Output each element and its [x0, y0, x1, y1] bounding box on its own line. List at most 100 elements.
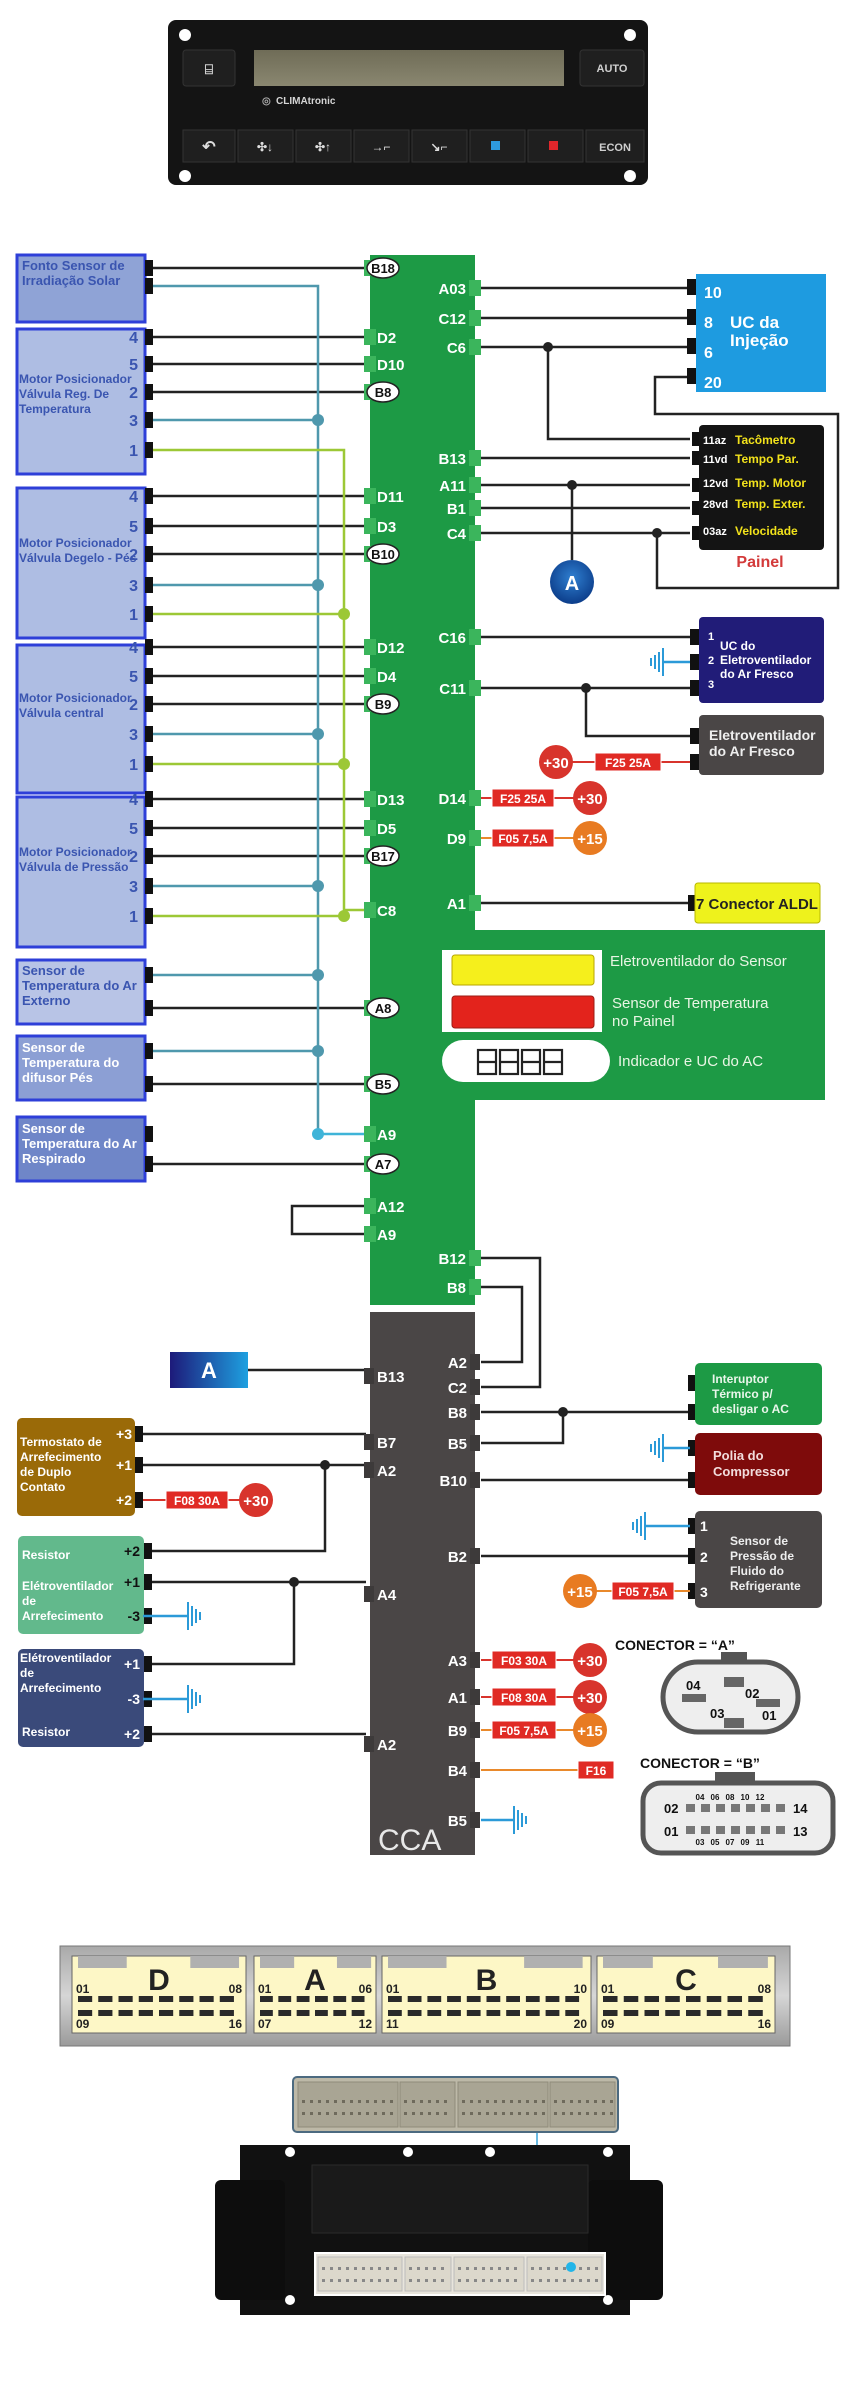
connector-pin — [690, 680, 699, 696]
signal-wire — [150, 1465, 327, 1553]
plug-pin — [470, 2112, 473, 2115]
connector-terminal — [118, 1996, 133, 2002]
connector-terminal — [686, 1996, 701, 2002]
connector-terminal — [603, 2010, 618, 2016]
eletro-arref-1-pin: -3 — [128, 1608, 141, 1624]
air-face-button[interactable] — [353, 129, 410, 163]
connector-pin — [145, 791, 153, 807]
component-label: Válvula de Pressão — [19, 860, 128, 874]
supply-label: +30 — [243, 1493, 268, 1510]
pin-label: D9 — [447, 831, 466, 848]
ac-module-pins: B18D2D10B8D11D3B10D12D4B9D13D5B17C8A8B5A… — [364, 257, 481, 1297]
connector-pin — [145, 1156, 153, 1172]
painel-label: Temp. Exter. — [735, 497, 805, 511]
connector-terminal — [199, 1996, 214, 2002]
pin-label: C4 — [447, 526, 467, 543]
pin-oval — [366, 543, 400, 565]
pin-label: B13 — [438, 451, 466, 468]
pin-label: C8 — [377, 903, 396, 920]
plug-pin — [462, 2100, 465, 2103]
pin-tab — [469, 1250, 481, 1266]
plug-pin — [302, 2112, 305, 2115]
eletro-arref-2-pin: -3 — [128, 1691, 141, 1707]
plug-pin — [342, 2112, 345, 2115]
eletroventilador-arrefecimento-2: ElétroventiladordeArrefecimentoResistor+… — [18, 1649, 144, 1747]
conector-b-pin-label: 06 — [711, 1793, 720, 1802]
photo-mount-holes — [285, 2147, 613, 2305]
connector-pin — [144, 1726, 152, 1742]
plug-pin — [302, 2100, 305, 2103]
pin-label: A2 — [377, 1463, 396, 1480]
plug-pin — [502, 2112, 505, 2115]
connector-terminal — [219, 1996, 234, 2002]
connector-block-key — [336, 1956, 372, 1968]
component-box — [15, 486, 147, 640]
pin-label: B5 — [375, 1077, 392, 1092]
socket-section — [453, 2256, 525, 2292]
conector-b-title: CONECTOR = “B” — [640, 1755, 760, 1771]
plug-section — [399, 2081, 456, 2128]
fan-down-button[interactable] — [237, 129, 294, 163]
socket-pin — [354, 2279, 357, 2282]
supply-label: +30 — [577, 791, 602, 808]
socket-pin — [346, 2279, 349, 2282]
air-feet-button[interactable] — [411, 129, 468, 163]
connector-pin — [145, 412, 153, 428]
pin-tab — [470, 1435, 480, 1451]
connector-terminal — [296, 1996, 310, 2002]
connector-pin — [692, 526, 700, 540]
pin-label: B7 — [377, 1435, 396, 1452]
socket-sections — [317, 2256, 603, 2292]
socket-pin — [506, 2279, 509, 2282]
pin-tab — [470, 1354, 480, 1370]
connector-terminal — [727, 2010, 743, 2016]
socket-pin — [555, 2267, 558, 2270]
plug-pin — [494, 2100, 497, 2103]
pin-oval — [366, 845, 400, 867]
auto-button[interactable] — [579, 49, 645, 87]
connector-block-key — [524, 1956, 583, 1968]
component-box — [15, 327, 147, 476]
pin-number: 3 — [129, 879, 138, 896]
pin-tab — [469, 500, 481, 516]
conector-b-pin-label: 02 — [664, 1801, 678, 1816]
connector-terminal — [525, 1996, 540, 2002]
component-label: Resistor — [22, 1725, 70, 1739]
conector-b-pin-label: 13 — [793, 1824, 807, 1839]
component-label: Fluido do — [730, 1564, 784, 1578]
plug-pin — [318, 2100, 321, 2103]
uc-injecao-pin: 10 — [704, 285, 722, 302]
component-label: Elétroventilador — [22, 1579, 114, 1593]
component-label: Térmico p/ — [712, 1387, 773, 1401]
mount-hole — [179, 170, 191, 182]
socket-pin — [386, 2267, 389, 2270]
connector-terminal — [118, 2010, 133, 2016]
connector-pin — [144, 1656, 152, 1672]
plug-pin — [554, 2100, 557, 2103]
terminal — [716, 1826, 725, 1834]
pin-number: 4 — [129, 792, 138, 809]
plug-pin — [420, 2100, 423, 2103]
defrost-button[interactable] — [182, 49, 236, 87]
pin-tab — [364, 902, 376, 918]
plug-pin — [350, 2100, 353, 2103]
connector-pin — [692, 478, 700, 492]
connector-pin — [145, 546, 153, 562]
pin-label: A1 — [447, 896, 466, 913]
recirculation-button[interactable] — [182, 129, 236, 163]
painel-label: Velocidade — [735, 524, 798, 538]
reference-marker-a-box — [170, 1352, 248, 1388]
conector-b-pin-label: 09 — [741, 1838, 750, 1847]
mount-hole — [485, 2147, 495, 2157]
socket-pin — [370, 2279, 373, 2282]
plug-pin — [412, 2112, 415, 2115]
conector-a-pin-label: 03 — [710, 1706, 724, 1721]
econ-button[interactable] — [585, 129, 645, 163]
fan-up-button[interactable] — [295, 129, 352, 163]
pin-label: B10 — [439, 1473, 467, 1490]
conector-a-title: CONECTOR = “A” — [615, 1637, 735, 1653]
uc-eletroventilador-pin: 2 — [708, 655, 714, 667]
